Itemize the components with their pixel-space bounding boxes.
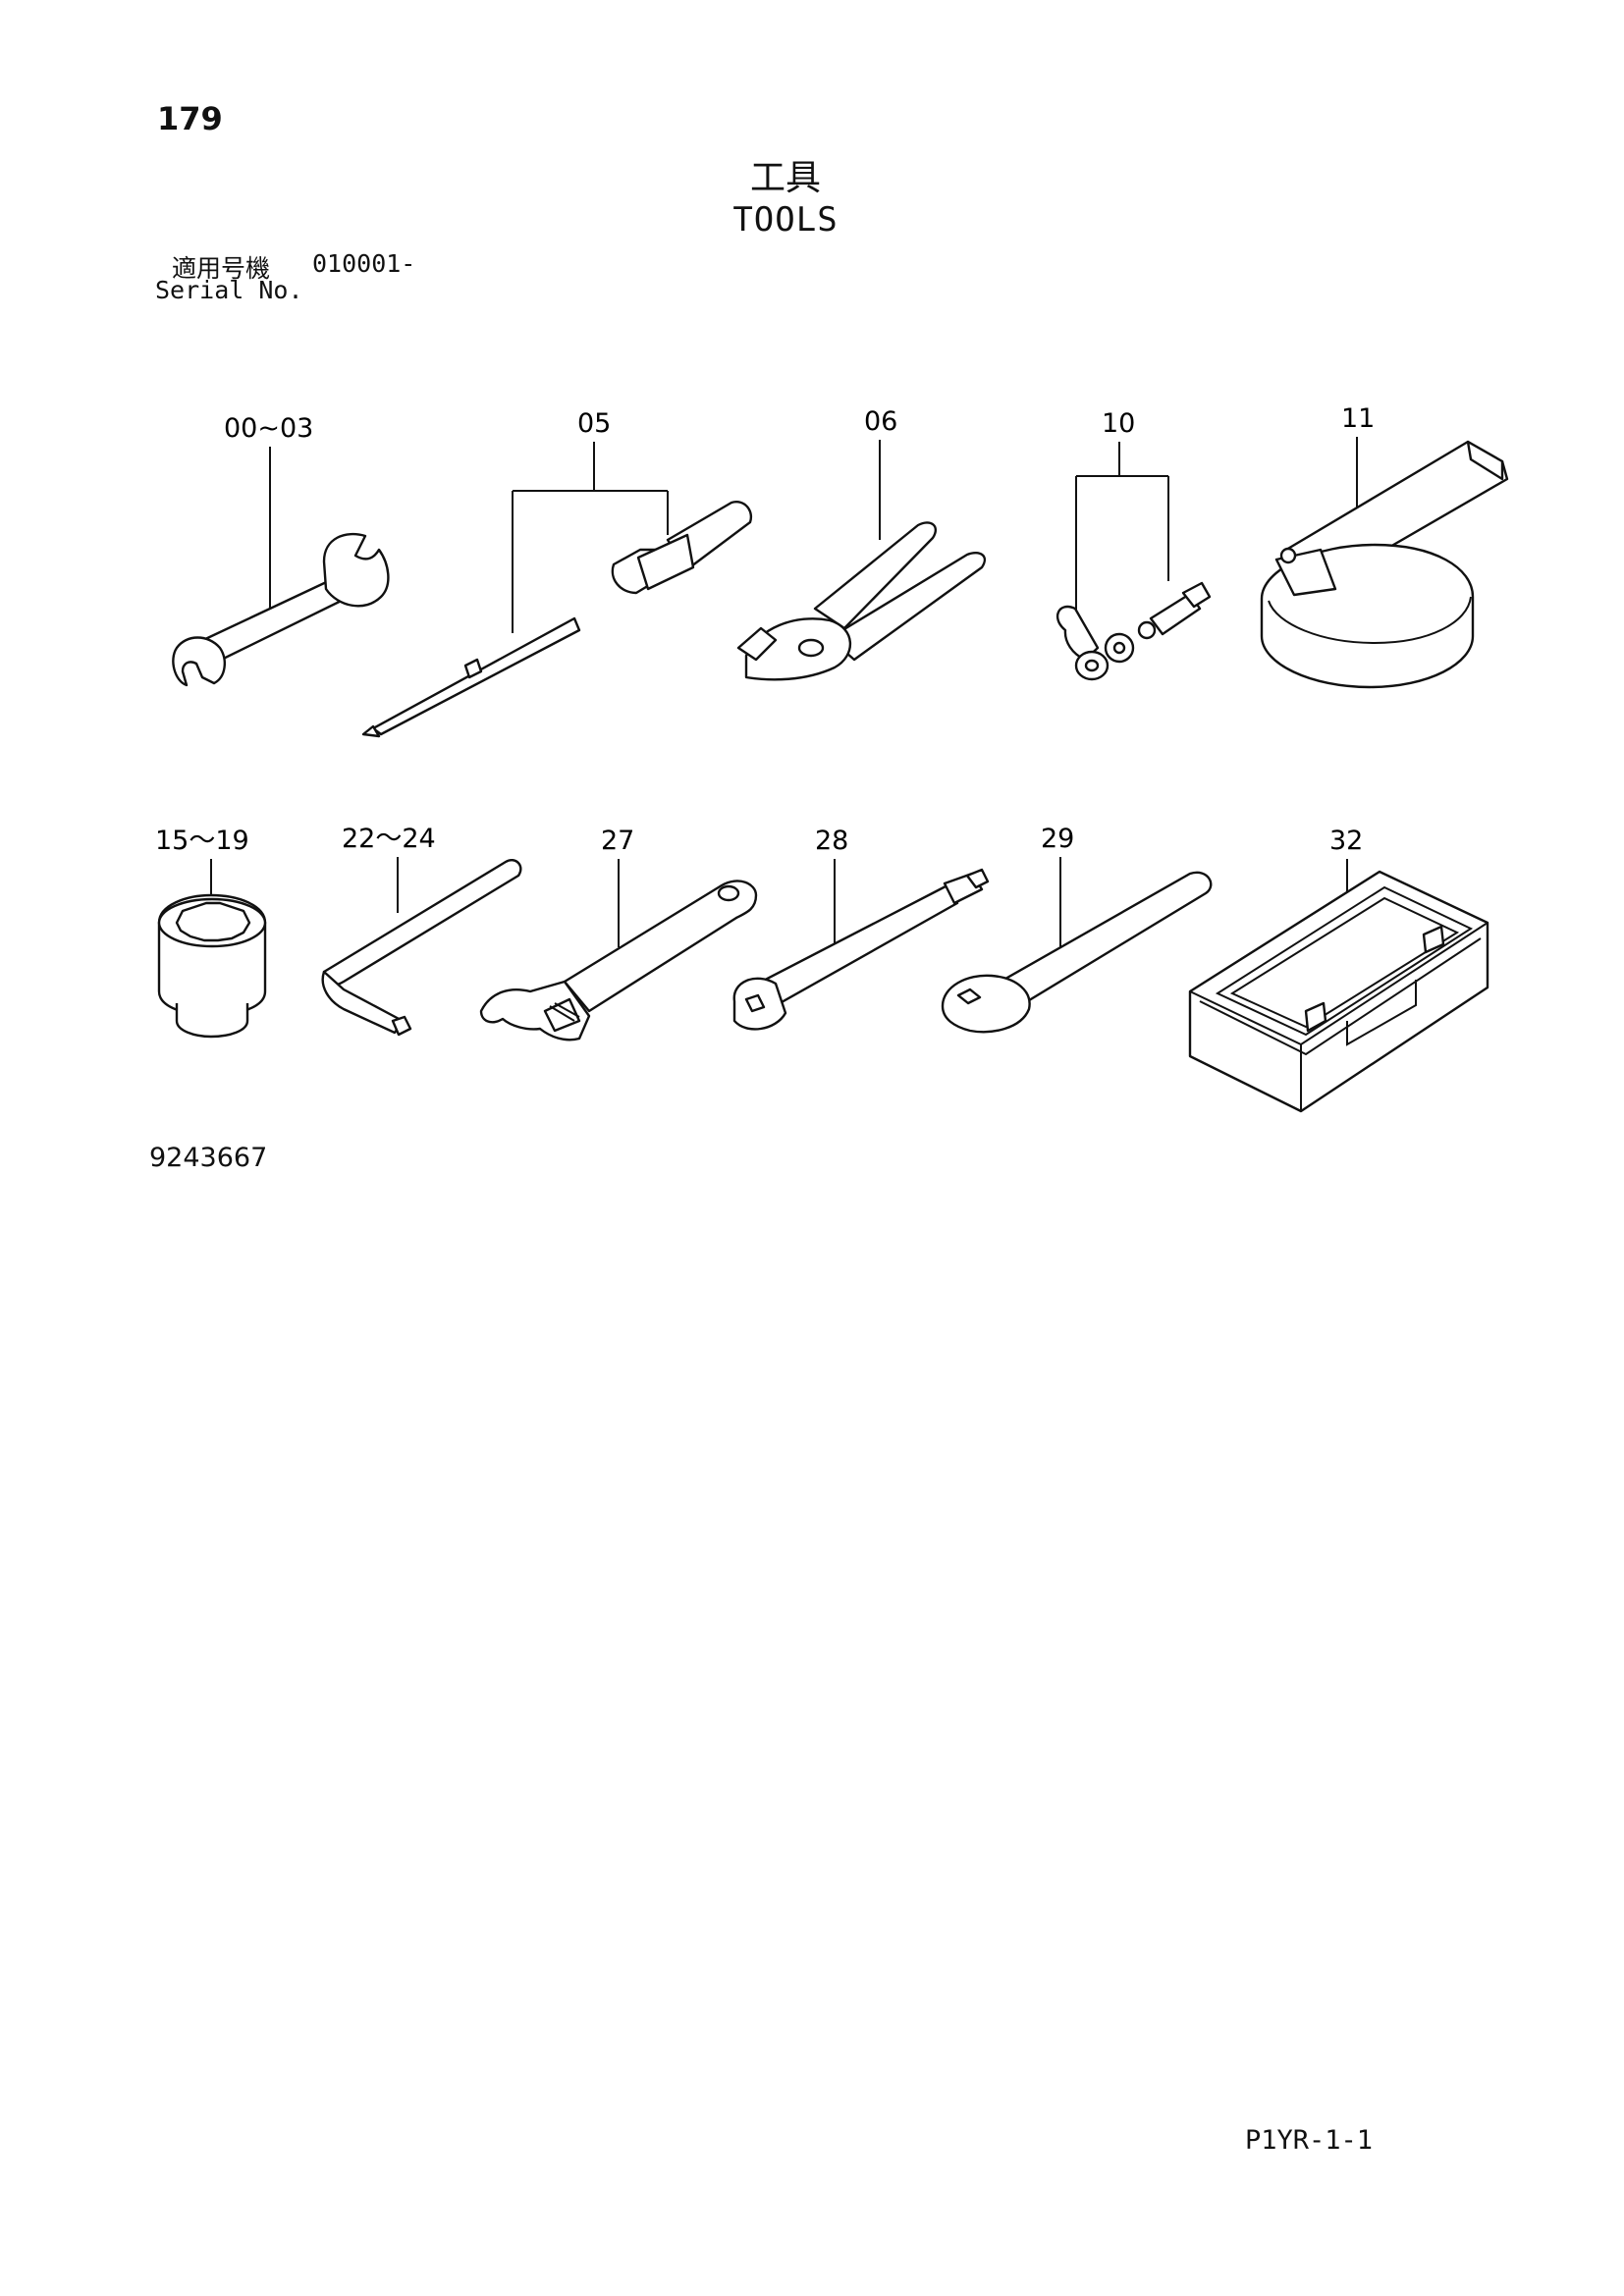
tool-box-drawing [1188, 870, 1489, 1113]
shackle-drawing [1056, 581, 1212, 681]
callout-22-24: 22～24 [342, 824, 436, 854]
callout-05: 05 [577, 408, 611, 439]
serial-number-range: 010001- [312, 249, 416, 278]
hex-key-drawing [321, 859, 522, 1037]
socket-drawing [157, 893, 267, 1039]
callout-06: 06 [864, 406, 897, 437]
ratchet-drawing [941, 871, 1213, 1034]
adjustable-wrench-drawing [479, 880, 758, 1041]
page-title: TOOLS [732, 200, 839, 240]
serial-label: Serial No. [155, 276, 303, 304]
callout-27: 27 [601, 826, 634, 856]
callout-28: 28 [815, 826, 848, 856]
page-title-japanese: 工具 [749, 158, 821, 198]
callout-10: 10 [1102, 408, 1135, 439]
footer-code: P1YR-1-1 [1245, 2125, 1374, 2156]
filter-wrench-drawing [1260, 440, 1509, 689]
callout-29: 29 [1041, 824, 1074, 854]
open-end-wrench-drawing [172, 532, 390, 687]
page-number: 179 [157, 100, 223, 137]
pliers-drawing [736, 521, 987, 681]
serial-label-japanese: 適用号機 [172, 254, 271, 283]
drawing-number: 9243667 [149, 1143, 268, 1173]
callout-11: 11 [1341, 403, 1375, 434]
callout-15-19: 15～19 [155, 826, 249, 856]
callout-32: 32 [1329, 826, 1363, 856]
callout-00-03: 00~03 [224, 413, 313, 444]
extension-bar-drawing [732, 868, 990, 1031]
screwdriver-drawing [361, 501, 753, 738]
